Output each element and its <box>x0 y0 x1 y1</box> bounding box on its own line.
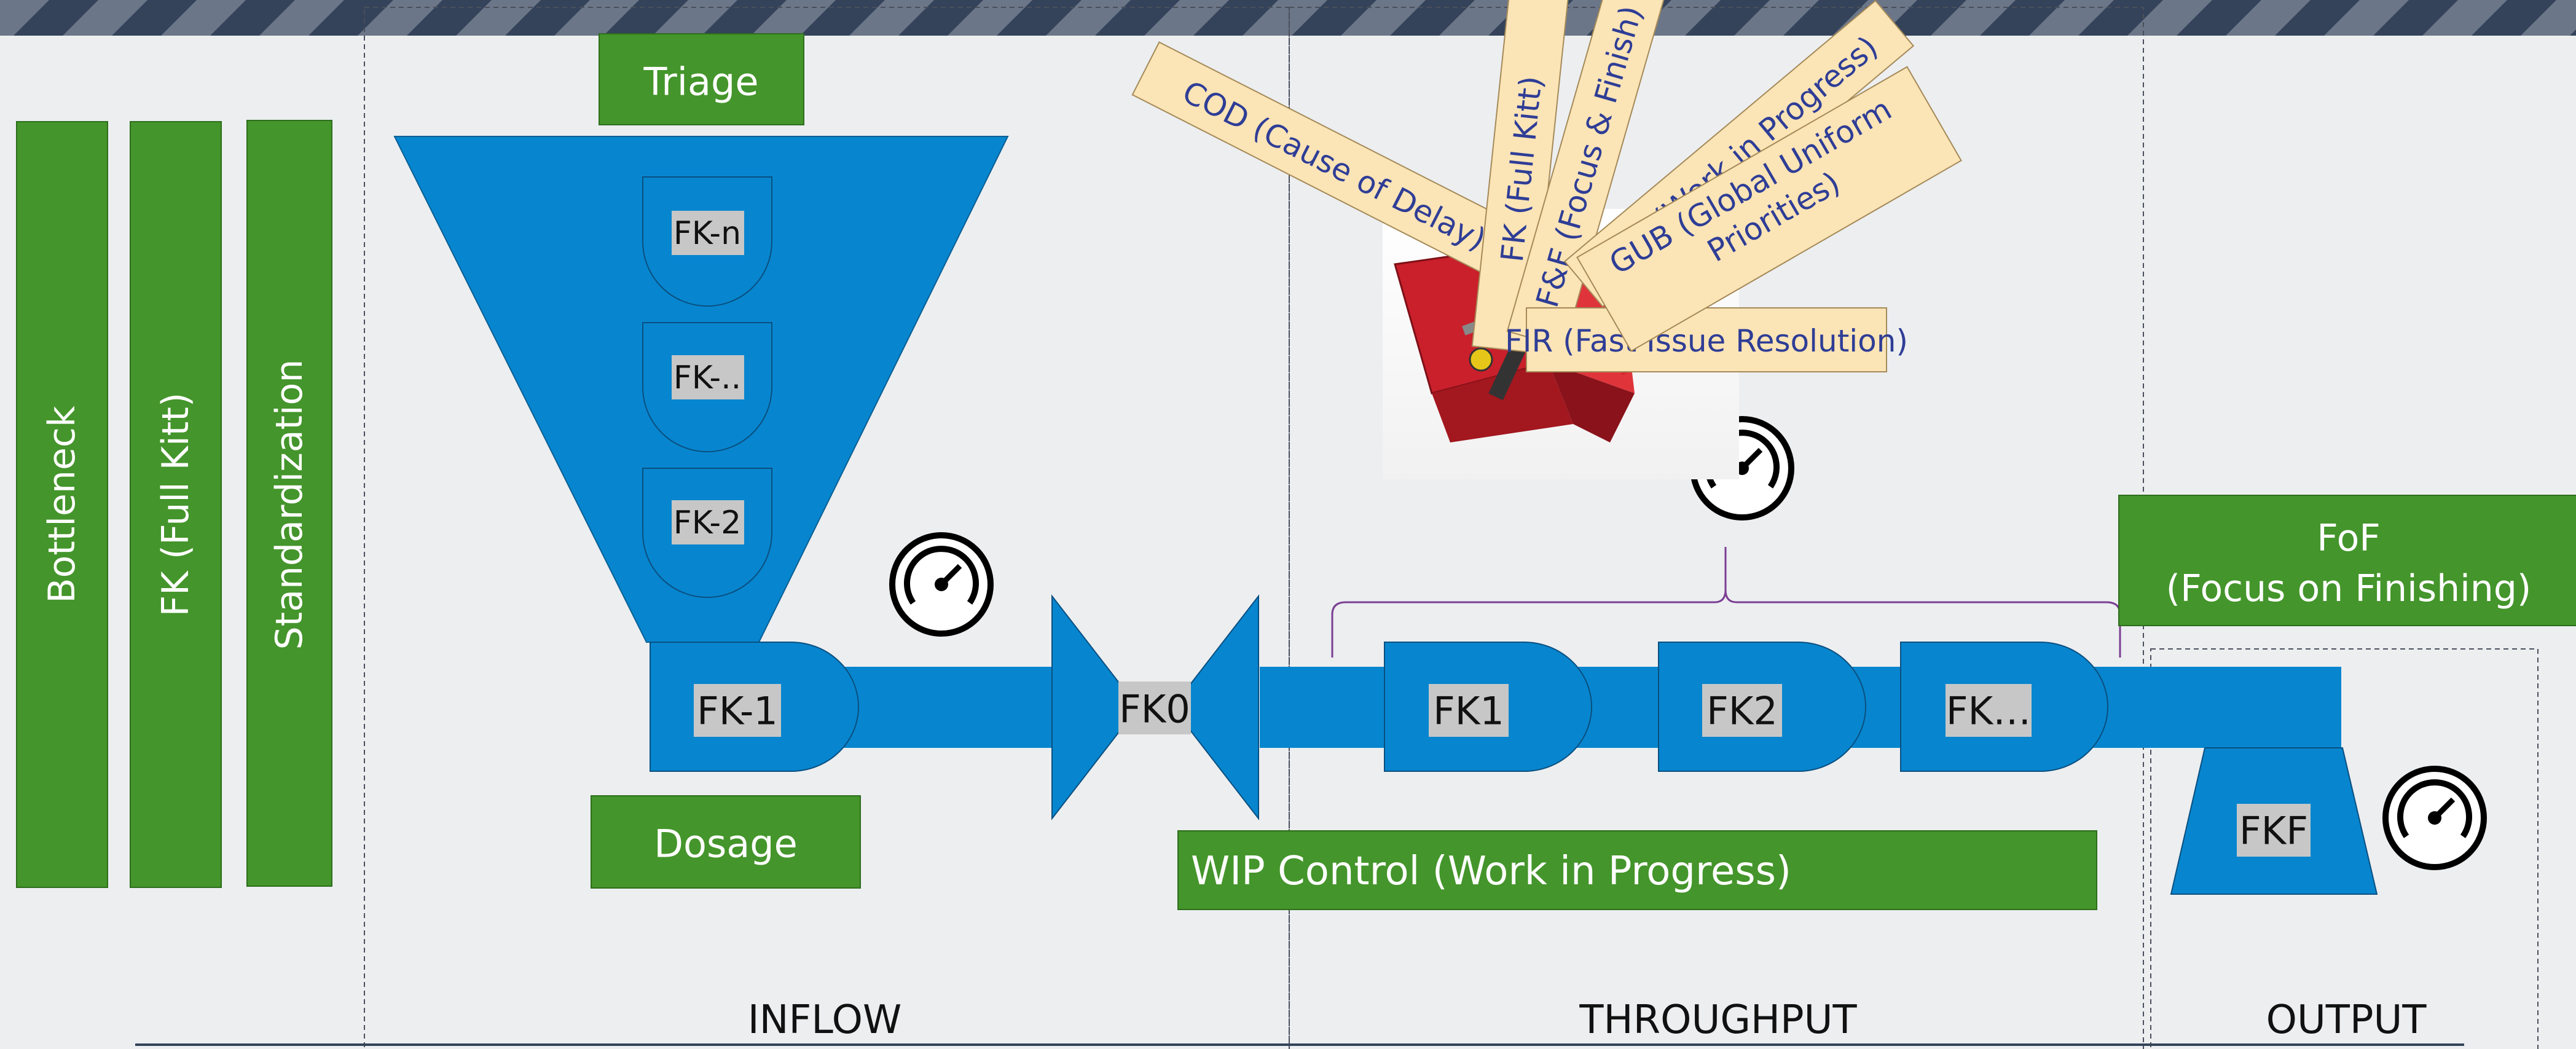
sidebar-bar-standardization-label: Standardization <box>268 359 311 650</box>
stage-fk1-label: FK1 <box>1433 689 1504 734</box>
top-banner <box>0 0 2576 36</box>
sidebar-bar-standardization: Standardization <box>246 120 332 887</box>
sidebar-bar-full-kitt-label: FK (Full Kitt) <box>154 393 197 616</box>
gauge-output-icon <box>2382 766 2487 870</box>
note-fir: FIR (Fast Issue Resolution) <box>1505 307 1908 372</box>
stage-fk1: FK1 <box>1384 642 1592 772</box>
inflow-frame <box>364 7 1290 1049</box>
queue-item-fk-n-label: FK-n <box>673 215 741 252</box>
stage-fk2-label: FK2 <box>1706 689 1778 734</box>
dosage-box: Dosage <box>591 795 861 889</box>
wip-control-box: WIP Control (Work in Progress) <box>1177 830 2097 910</box>
note-cod: COD (Cause of Delay) <box>1131 41 1538 288</box>
section-label-inflow: INFLOW <box>748 997 902 1043</box>
note-cod-label: COD (Cause of Delay) <box>1177 74 1491 257</box>
output-funnel-fkf: FKF <box>2170 747 2378 895</box>
note-fir-label: FIR (Fast Issue Resolution) <box>1505 323 1908 359</box>
stage-fk-more-label: FK… <box>1946 689 2031 734</box>
section-label-output: OUTPUT <box>2266 997 2427 1043</box>
output-funnel-fkf-label: FKF <box>2239 809 2308 854</box>
valve-fk0-label: FK0 <box>1119 687 1190 732</box>
section-label-throughput: THROUGHPUT <box>1579 997 1857 1043</box>
triage-box: Triage <box>599 33 804 125</box>
stage-fk-more: FK… <box>1900 642 2108 772</box>
sidebar-bar-bottleneck: Bottleneck <box>16 121 108 888</box>
dosage-label: Dosage <box>654 822 797 866</box>
throughput-bracket <box>1331 547 2121 658</box>
stage-fk-1-label: FK-1 <box>697 689 778 734</box>
sidebar-bar-bottleneck-label: Bottleneck <box>41 406 84 603</box>
gauge-inflow-icon <box>889 532 994 637</box>
stage-fk-1: FK-1 <box>650 642 859 772</box>
fof-box: FoF (Focus on Finishing) <box>2118 495 2576 626</box>
fof-line1: FoF <box>2317 517 2381 560</box>
output-frame <box>2150 648 2539 1049</box>
fof-line2: (Focus on Finishing) <box>2166 567 2532 610</box>
queue-item-fk-n: FK-n <box>642 176 772 307</box>
note-fk: FK (Full Kitt) <box>1471 0 1574 353</box>
sidebar-bar-full-kitt: FK (Full Kitt) <box>130 121 222 888</box>
valve-fk0: FK0 <box>1051 594 1259 820</box>
triage-label: Triage <box>643 60 759 104</box>
queue-item-fk-2-label: FK-2 <box>673 505 741 541</box>
wip-control-label: WIP Control (Work in Progress) <box>1191 849 1791 894</box>
queue-item-fk-dots: FK-.. <box>642 322 772 452</box>
queue-item-fk-2: FK-2 <box>642 468 772 598</box>
queue-item-fk-dots-label: FK-.. <box>673 359 741 396</box>
stage-fk2: FK2 <box>1658 642 1866 772</box>
